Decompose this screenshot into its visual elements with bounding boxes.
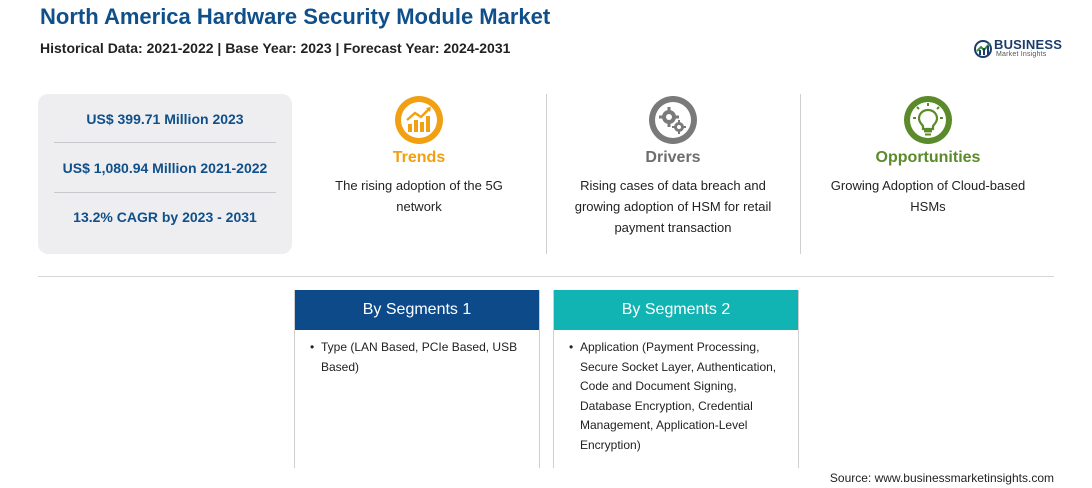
opportunities-heading: Opportunities [875,149,981,166]
logo-brand: BUSINESS [994,37,1063,52]
segment-2-item: Application (Payment Processing, Secure … [566,338,786,455]
stat-divider [54,142,276,143]
drivers-text: Rising cases of data breach and growing … [574,178,772,235]
stat-market-size-2023: US$ 399.71 Million 2023 [86,111,244,127]
source-credit: Source: www.businessmarketinsights.com [829,471,1054,485]
stat-historical-value: US$ 1,080.94 Million 2021-2022 [62,160,268,176]
column-divider [546,94,547,254]
opportunities-column: Opportunities Growing Adoption of Cloud-… [810,94,1046,254]
page-subtitle: Historical Data: 2021-2022 | Base Year: … [40,40,511,56]
logo-globe-icon [974,40,992,58]
section-divider [38,276,1054,277]
segment-1-item: Type (LAN Based, PCIe Based, USB Based) [307,338,527,377]
business-market-insights-logo: BUSINESS Market Insights [974,36,1062,60]
segment-2-heading: By Segments 2 [554,290,798,330]
trends-text: The rising adoption of the 5G network [335,178,503,214]
gears-icon [649,96,697,144]
logo-tagline: Market Insights [996,51,1047,58]
segment-1-box: By Segments 1 Type (LAN Based, PCIe Base… [294,290,540,468]
stat-cagr: 13.2% CAGR by 2023 - 2031 [73,209,257,225]
drivers-column: Drivers Rising cases of data breach and … [556,94,790,254]
page-title: North America Hardware Security Module M… [40,4,551,29]
lightbulb-icon [904,96,952,144]
segment-1-heading: By Segments 1 [295,290,539,330]
trends-column: Trends The rising adoption of the 5G net… [310,94,528,254]
trend-chart-icon [395,96,443,144]
drivers-heading: Drivers [645,149,701,166]
segment-2-box: By Segments 2 Application (Payment Proce… [553,290,799,468]
market-stats-panel: US$ 399.71 Million 2023 US$ 1,080.94 Mil… [38,94,292,254]
trends-heading: Trends [392,149,446,166]
column-divider [800,94,801,254]
stat-divider [54,192,276,193]
opportunities-text: Growing Adoption of Cloud-based HSMs [830,178,1026,214]
